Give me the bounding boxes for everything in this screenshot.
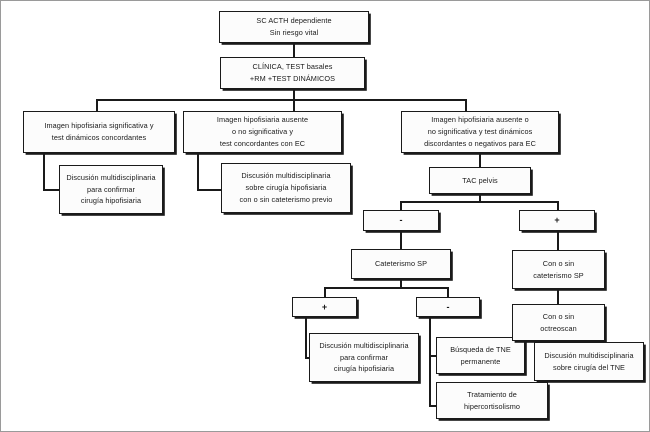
node-root-line-1: SC ACTH dependiente [256,16,332,26]
node-cat-positive[interactable]: + [292,297,357,317]
connector-to-branch-mid [293,99,295,112]
node-discusion-tne-line-1: Discusión multidisciplinaria [544,350,634,360]
connector-tac-to-negative [400,201,402,211]
node-branch-mid-child-line-1: Discusión multidisciplinaria [241,171,331,181]
connector-right-to-tac [479,153,481,167]
node-discusion-tne-line-2: sobre cirugía del TNE [553,362,625,372]
node-branch-mid-line-2: o no significativa y [231,127,294,137]
connector-cateterismo-to-positive [324,287,326,298]
connector-cat-pos-elbow-vertical [305,317,307,358]
node-tratamiento-line-1: Tratamiento de [467,389,517,399]
node-branch-left-child-line-3: cirugía hipofisiaria [80,196,142,206]
connector-cateterismo-to-octreoscan [557,289,559,304]
connector-positive-to-con-o-sin [557,231,559,250]
connector-negative-to-cateterismo [400,231,402,249]
node-workup-line-2: +RM +TEST DINÁMICOS [249,74,336,83]
node-branch-mid-line-1: Imagen hipofisiaria ausente [216,115,309,125]
connector-to-branch-right [465,99,467,112]
node-tratamiento-line-2: hipercortisolismo [464,401,520,411]
node-branch-right-line-3: discordantes o negativos para EC [424,138,536,148]
node-tac-pelvis-label: TAC pelvis [462,175,498,185]
connector-mid-elbow-vertical [197,153,199,190]
node-cat-positive-label: + [321,301,328,312]
node-workup[interactable]: CLÍNICA, TEST basales +RM +TEST DINÁMICO… [220,57,365,89]
connector-mid-elbow-horizontal [197,189,221,191]
connector-tac-to-positive [557,201,559,211]
node-discusion-tne[interactable]: Discusión multidisciplinaria sobre cirug… [534,342,644,381]
node-root[interactable]: SC ACTH dependiente Sin riesgo vital [219,11,369,43]
node-tac-negative[interactable]: - [363,210,439,231]
connector-cat-neg-to-busqueda [429,355,437,357]
node-branch-left-child-line-2: para confirmar [86,184,136,194]
connector-tac-stem [479,194,481,202]
node-branch-left-child[interactable]: Discusión multidisciplinaria para confir… [59,165,163,214]
connector-root-to-workup [293,43,295,57]
node-busqueda-tne-line-2: permanente [460,356,501,366]
connector-cateterismo-to-negative [447,287,449,298]
node-branch-left-line-2: test dinámicos concordantes [51,133,147,142]
connector-left-elbow-horizontal [43,189,59,191]
connector-tac-bus [400,201,558,203]
node-workup-line-1: CLÍNICA, TEST basales [252,62,333,72]
node-branch-mid-child[interactable]: Discusión multidisciplinaria sobre cirug… [221,163,351,213]
connector-cateterismo-stem [400,279,402,288]
node-branch-mid-child-line-2: sobre cirugía hipofisiaria [245,183,327,193]
node-tac-negative-label: - [399,215,403,225]
node-branch-left[interactable]: Imagen hipofisiaria significativa y test… [23,111,175,153]
node-cateterismo-sp-label: Cateterismo SP [374,259,428,269]
node-branch-right[interactable]: Imagen hipofisiaria ausente o no signifi… [401,111,559,153]
connector-workup-stem [293,89,295,100]
connector-left-elbow-vertical [43,153,45,190]
node-con-o-sin-octreoscan-line-1: Con o sin [542,311,575,321]
node-cat-negative-label: - [446,301,450,312]
node-con-o-sin-octreoscan[interactable]: Con o sin octreoscan [512,304,605,341]
node-tac-pelvis[interactable]: TAC pelvis [429,167,531,194]
node-branch-right-line-1: Imagen hipofisiaria ausente o [431,115,529,125]
node-con-o-sin-cateterismo-line-1: Con o sin [542,258,575,268]
node-cat-positive-child[interactable]: Discusión multidisciplinaria para confir… [309,333,419,382]
node-busqueda-tne[interactable]: Búsqueda de TNE permanente [436,337,525,374]
node-branch-mid[interactable]: Imagen hipofisiaria ausente o no signifi… [183,111,342,153]
node-branch-mid-line-3: test concordantes con EC [219,138,306,148]
node-con-o-sin-cateterismo[interactable]: Con o sin cateterismo SP [512,250,605,289]
node-branch-left-line-1: Imagen hipofisiaria significativa y [44,121,154,131]
node-cat-positive-child-line-3: cirugía hipofisiaria [333,364,395,374]
node-branch-mid-child-line-3: con o sin cateterismo previo [239,194,333,204]
node-busqueda-tne-line-1: Búsqueda de TNE [450,344,511,354]
node-cat-positive-child-line-2: para confirmar [339,352,389,362]
node-tac-positive[interactable]: + [519,210,595,231]
node-cateterismo-sp[interactable]: Cateterismo SP [351,249,451,279]
connector-cat-neg-to-tratamiento [429,405,437,407]
node-root-line-2: Sin riesgo vital [269,28,319,37]
connector-to-branch-left [96,99,98,112]
node-con-o-sin-octreoscan-line-2: octreoscan [540,323,577,333]
node-con-o-sin-cateterismo-line-2: cateterismo SP [533,270,584,280]
node-branch-right-line-2: no significativa y test dinámicos [427,127,533,137]
node-cat-positive-child-line-1: Discusión multidisciplinaria [319,340,409,350]
node-branch-left-child-line-1: Discusión multidisciplinaria [66,172,156,182]
node-tac-positive-label: + [554,215,560,225]
connector-workup-bus [96,99,466,101]
connector-cateterismo-bus [324,287,448,289]
connector-cat-neg-elbow-vertical [429,317,431,407]
node-cat-negative[interactable]: - [416,297,480,317]
node-tratamiento-hipercortisolismo[interactable]: Tratamiento de hipercortisolismo [436,382,548,419]
